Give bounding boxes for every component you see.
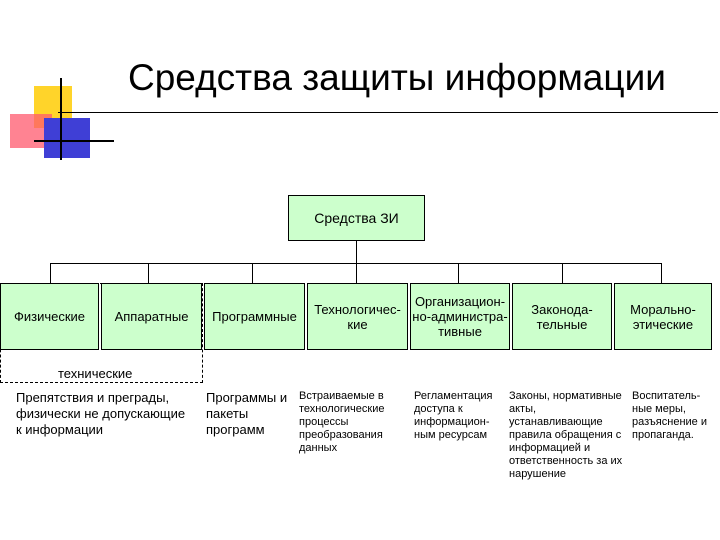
technical-group-label: технические <box>58 366 133 381</box>
root-node: Средства ЗИ <box>288 195 425 241</box>
description-programmnye: Программы и пакеты программ <box>206 390 288 437</box>
category-label: Законода- тельные <box>531 301 593 332</box>
description-zakonodatelnye: Законы, нормативные акты, устанавливающи… <box>509 390 623 480</box>
category-label: Технологичес- кие <box>314 301 401 332</box>
description-organizatsionnye: Регламентация доступа к информацион-ным … <box>414 390 493 441</box>
drop-fizicheskie <box>50 263 51 283</box>
category-label: Аппаратные <box>114 309 189 324</box>
category-moralno-eticheskie: Морально- этические <box>614 283 712 350</box>
category-label: Организацион- но-администра- тивные <box>412 294 508 339</box>
category-apparatnye: Аппаратные <box>101 283 202 350</box>
drop-organizatsionnye <box>458 263 459 283</box>
category-organizatsionnye: Организацион- но-администра- тивные <box>410 283 510 350</box>
drop-apparatnye <box>148 263 149 283</box>
description-fizicheskie: Препятствия и преграды, физически не доп… <box>16 390 186 437</box>
drop-zakonodatelnye <box>562 263 563 283</box>
category-label: Программные <box>212 309 297 324</box>
page-title: Средства защиты информации <box>128 57 666 98</box>
root-label: Средства ЗИ <box>314 209 399 226</box>
category-tekhnologicheskie: Технологичес- кие <box>307 283 408 350</box>
category-label: Морально- этические <box>630 301 696 332</box>
root-connector <box>356 241 357 263</box>
drop-tekhnologicheskie <box>356 263 357 283</box>
drop-moralno-eticheskie <box>661 263 662 283</box>
category-label: Физические <box>13 309 86 324</box>
title-underline <box>58 112 718 113</box>
main-bus-line <box>50 263 661 264</box>
logo-blue-square <box>44 118 90 158</box>
description-tekhnologicheskie: Встраиваемые в технологические процессы … <box>299 390 385 454</box>
decorative-logo <box>0 0 130 170</box>
logo-vertical-line <box>60 78 62 160</box>
description-moralno-eticheskie: Воспитатель-ные меры, разъяснение и проп… <box>632 390 707 441</box>
category-programmnye: Программные <box>204 283 305 350</box>
logo-horizontal-line <box>34 140 114 142</box>
drop-programmnye <box>252 263 253 283</box>
category-fizicheskie: Физические <box>0 283 99 350</box>
category-zakonodatelnye: Законода- тельные <box>512 283 612 350</box>
